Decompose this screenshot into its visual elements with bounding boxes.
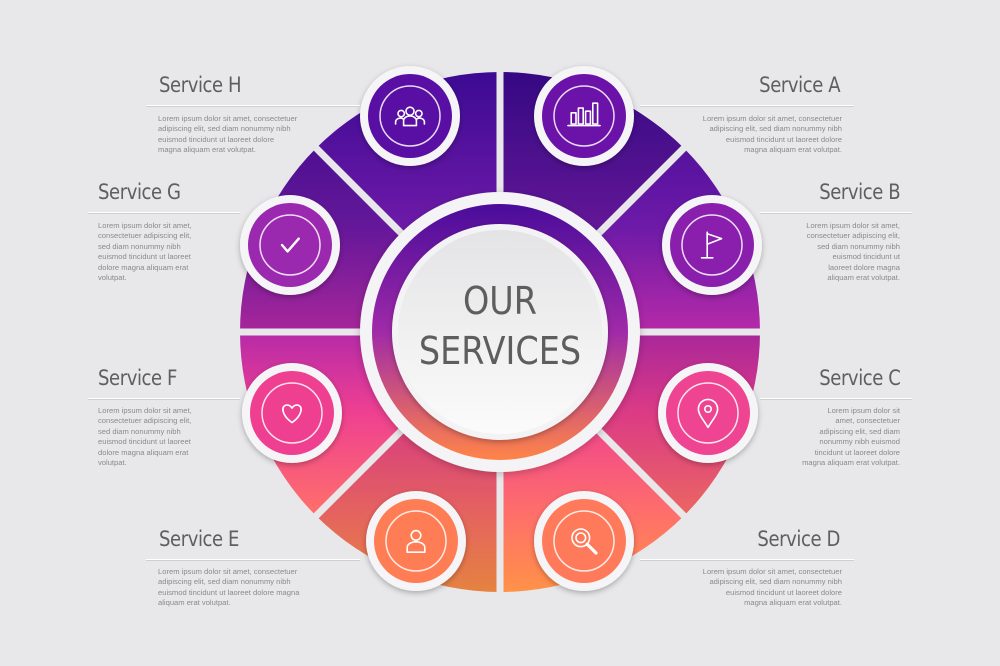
service-a-title: Service A	[759, 73, 840, 97]
service-e-rule	[146, 559, 360, 560]
icon-badge-ring	[553, 85, 615, 147]
service-c-rule	[760, 398, 912, 399]
service-h-rule	[146, 105, 360, 106]
service-f-description: Lorem ipsum dolor sit amet, consectetuer…	[98, 406, 192, 468]
segment-divider	[582, 414, 690, 522]
location-pin-icon	[697, 398, 719, 429]
segment-divider	[582, 142, 690, 250]
center-title-line2: SERVICES	[418, 329, 582, 373]
service-h-description: Lorem ipsum dolor sit amet, consectetuer…	[158, 114, 298, 155]
icon-badge-ring	[553, 510, 615, 572]
icon-badge-service-b	[662, 195, 762, 295]
service-d-description: Lorem ipsum dolor sit amet, consectetuer…	[702, 567, 842, 608]
icon-badge-service-h	[360, 66, 460, 166]
service-c-description: Lorem ipsum dolor sit amet, consectetuer…	[802, 406, 900, 468]
icon-badge-service-c	[658, 363, 758, 463]
service-b-title: Service B	[818, 180, 900, 204]
icon-badge-ring	[681, 214, 743, 276]
service-c-title: Service C	[818, 366, 901, 390]
icon-badge-service-f	[242, 363, 342, 463]
icon-badge-ring	[261, 382, 323, 444]
service-d-title: Service D	[757, 527, 840, 551]
service-a-rule	[640, 105, 854, 106]
icon-badge-service-g	[240, 195, 340, 295]
service-f-rule	[88, 398, 240, 399]
segment-dividers	[236, 68, 764, 596]
service-h-title: Service H	[159, 73, 242, 97]
flag-icon	[700, 231, 723, 259]
icon-badge-service-d	[534, 491, 634, 591]
heart-icon	[282, 404, 302, 424]
icon-badge-service-a	[534, 66, 634, 166]
service-b-description: Lorem ipsum dolor sit amet, consectetuer…	[806, 221, 900, 283]
icon-badge-service-e	[366, 491, 466, 591]
icon-badge-ring	[259, 214, 321, 276]
service-e-description: Lorem ipsum dolor sit amet, consectetuer…	[158, 567, 300, 608]
service-e-title: Service E	[159, 527, 240, 551]
service-f-title: Service F	[98, 366, 178, 390]
icon-badge-ring	[677, 382, 739, 444]
segment-divider	[310, 414, 418, 522]
icon-badge-ring	[379, 85, 441, 147]
center-plate	[398, 230, 602, 434]
icon-badge-ring	[385, 510, 447, 572]
user-icon	[406, 529, 426, 554]
checkmark-icon	[280, 237, 301, 253]
service-g-description: Lorem ipsum dolor sit amet, consectetuer…	[98, 221, 192, 283]
team-icon	[394, 106, 426, 127]
service-g-title: Service G	[98, 180, 181, 204]
bar-chart-icon	[567, 102, 601, 127]
segment-divider	[310, 142, 418, 250]
service-d-rule	[640, 559, 854, 560]
center-title-line1: OUR	[462, 279, 538, 323]
service-b-rule	[760, 212, 912, 213]
center-title: OUR SERVICES	[412, 276, 588, 376]
service-a-description: Lorem ipsum dolor sit amet, consectetuer…	[702, 114, 842, 155]
service-g-rule	[88, 212, 240, 213]
magnifier-icon	[571, 528, 598, 555]
